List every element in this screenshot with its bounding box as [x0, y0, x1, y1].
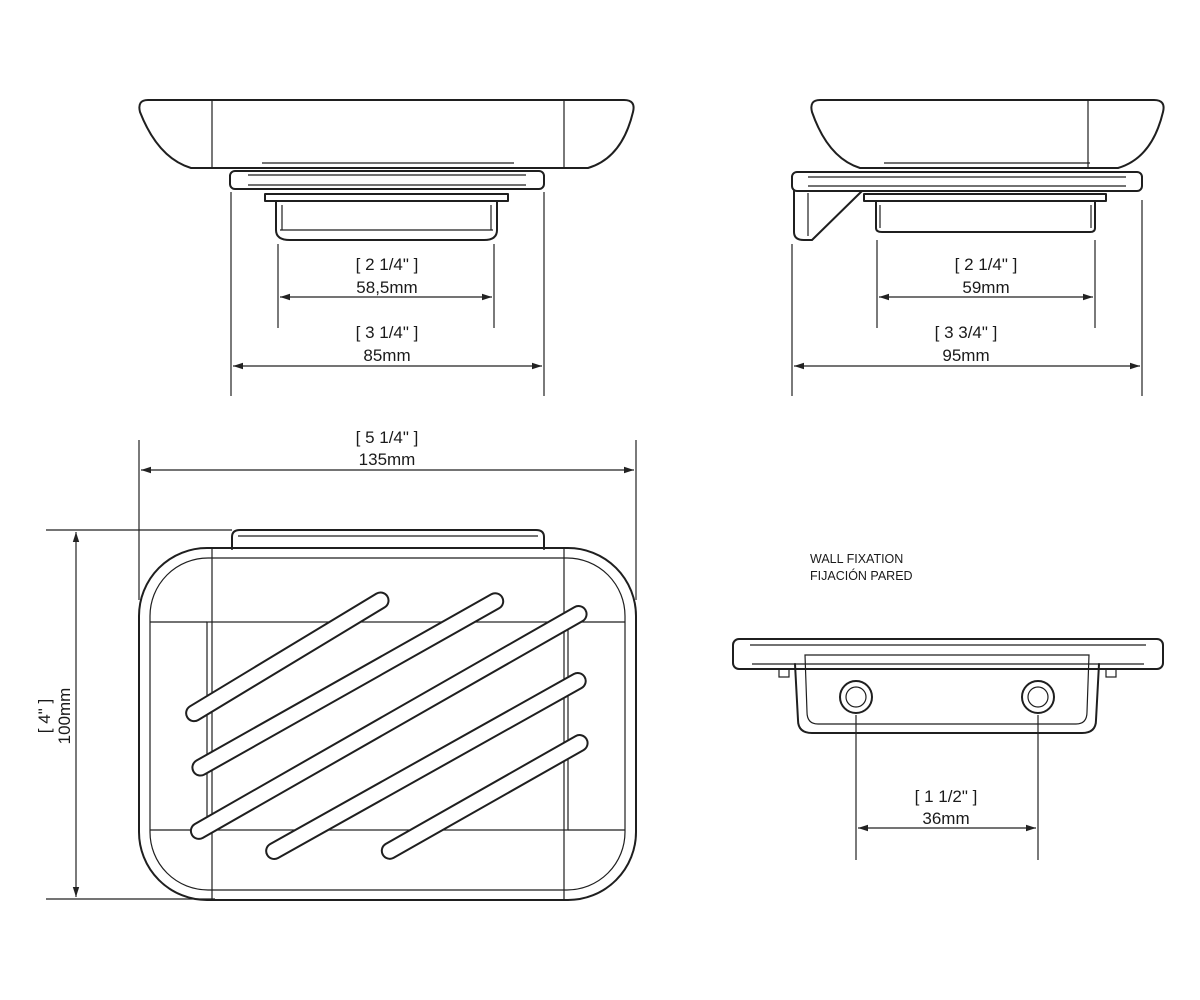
fixation-metric: 36mm	[922, 809, 969, 828]
top-width-imperial: [ 5 1/4" ]	[356, 428, 419, 447]
rod-4	[265, 672, 587, 860]
top-width-metric: 135mm	[359, 450, 416, 469]
front-inner-imperial: [ 2 1/4" ]	[356, 255, 419, 274]
rod-1	[185, 591, 390, 723]
side-inner-metric: 59mm	[962, 278, 1009, 297]
front-outer-imperial: [ 3 1/4" ]	[356, 323, 419, 342]
front-inner-metric: 58,5mm	[356, 278, 417, 297]
side-outer-imperial: [ 3 3/4" ]	[935, 323, 998, 342]
rod-5	[380, 734, 589, 860]
side-outer-metric: 95mm	[942, 346, 989, 365]
side-inner-imperial: [ 2 1/4" ]	[955, 255, 1018, 274]
front-view	[138, 99, 635, 241]
wall-fixation-view	[732, 638, 1164, 734]
wall-fixation-title-es: FIJACIÓN PARED	[810, 568, 913, 583]
wall-fixation-title-en: WALL FIXATION	[810, 552, 903, 566]
fixation-imperial: [ 1 1/2" ]	[915, 787, 978, 806]
side-view	[791, 99, 1165, 241]
top-view	[138, 529, 637, 901]
top-depth-metric: 100mm	[55, 688, 74, 745]
rod-2	[191, 592, 505, 777]
front-outer-metric: 85mm	[363, 346, 410, 365]
top-depth-imperial: [ 4" ]	[35, 699, 54, 733]
rod-3	[189, 605, 588, 840]
